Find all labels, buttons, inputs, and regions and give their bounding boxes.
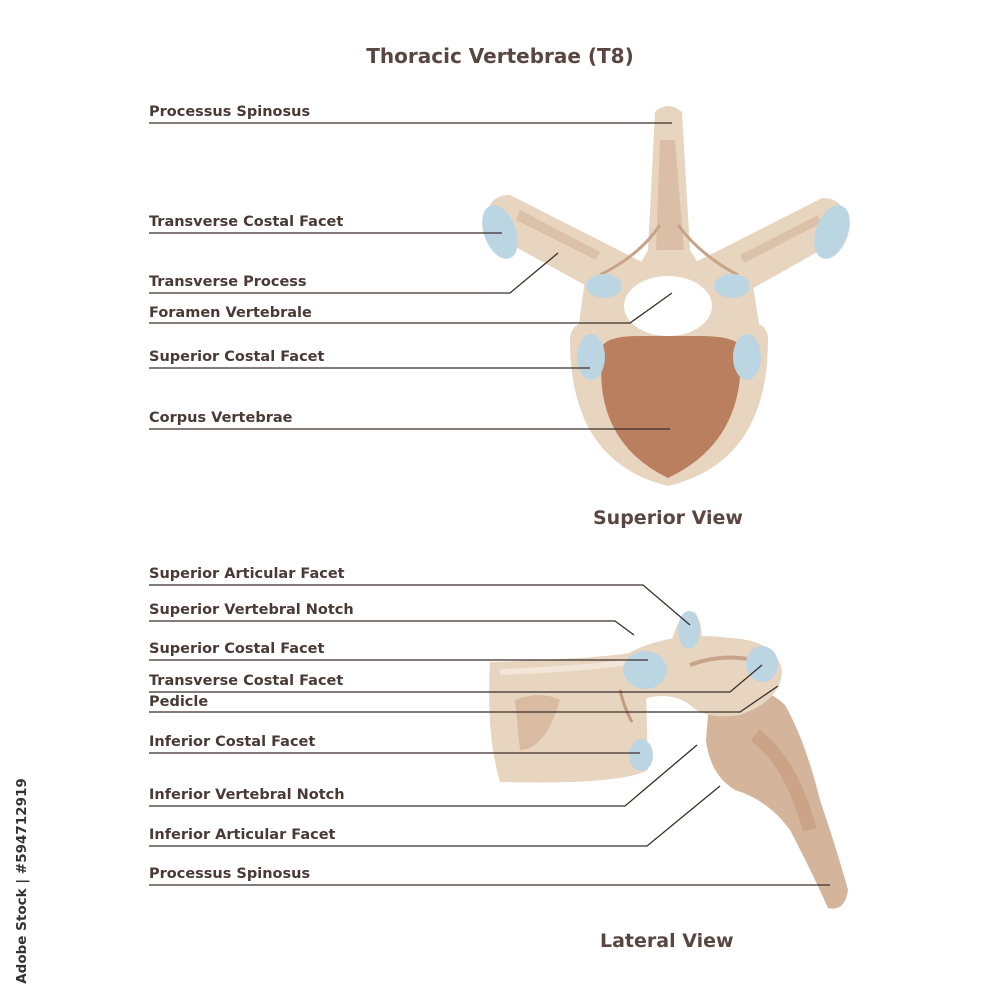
lateral-spinous-shade — [750, 729, 817, 832]
leader-inferior-vertebral-notch — [149, 744, 698, 807]
arch-ridge-right — [676, 224, 739, 277]
lateral-view-drawing — [489, 611, 848, 909]
leader-pedicle — [149, 685, 779, 713]
left-transverse-process-shade — [516, 210, 600, 260]
lateral-view-leaders — [149, 584, 830, 886]
leader-inferior-articular-facet — [149, 785, 721, 847]
spinous-process-shade — [656, 140, 684, 250]
diagram-title: Thoracic Vertebrae (T8) — [366, 44, 634, 68]
label-corpus-vertebrae: Corpus Vertebrae — [149, 410, 293, 426]
label-transverse-process: Transverse Process — [149, 274, 307, 290]
label-processus-spinosus-lateral: Processus Spinosus — [149, 866, 311, 882]
label-superior-costal-facet-superior: Superior Costal Facet — [149, 349, 325, 365]
superior-view-caption: Superior View — [593, 507, 743, 529]
right-transverse-process-shade — [740, 215, 822, 263]
label-superior-costal-facet-lateral: Superior Costal Facet — [149, 641, 325, 657]
lateral-pedicle-ridge — [618, 689, 634, 723]
right-superior-costal-facet — [733, 334, 761, 380]
leader-transverse-costal-facet-lat — [149, 664, 763, 693]
superior-articular-facet — [678, 611, 700, 649]
arch-ridge-left — [599, 224, 662, 277]
label-transverse-costal-facet-superior: Transverse Costal Facet — [149, 214, 344, 230]
left-superior-costal-facet — [577, 334, 605, 380]
leader-foramen-vertebrale-top — [149, 292, 673, 324]
right-transverse-costal-facet — [814, 205, 850, 259]
label-processus-spinosus-superior: Processus Spinosus — [149, 104, 311, 120]
label-superior-articular-facet: Superior Articular Facet — [149, 566, 345, 582]
foramen-vertebrale — [624, 276, 712, 336]
superior-view-leaders — [149, 122, 673, 430]
stock-watermark-id: Adobe Stock | #594712919 — [10, 768, 34, 993]
label-inferior-vertebral-notch: Inferior Vertebral Notch — [149, 787, 345, 803]
leader-superior-vertebral-notch — [149, 620, 635, 636]
stock-id-text: Adobe Stock | #594712919 — [14, 777, 30, 984]
left-superior-articular-facet — [586, 274, 622, 298]
label-superior-vertebral-notch: Superior Vertebral Notch — [149, 602, 354, 618]
inferior-costal-facet — [629, 739, 653, 771]
label-pedicle: Pedicle — [149, 694, 209, 710]
lateral-view-caption: Lateral View — [600, 930, 734, 952]
corpus-vertebrae-surface — [601, 336, 741, 478]
leader-superior-articular-facet — [149, 584, 691, 626]
lateral-spinous-process — [706, 687, 848, 909]
lateral-pedicle-arch — [625, 636, 782, 717]
lateral-superior-costal-facet — [623, 651, 667, 689]
superior-view-drawing — [482, 106, 850, 486]
lateral-vertebral-body — [489, 650, 648, 783]
lateral-transverse-costal-facet — [746, 646, 778, 682]
label-inferior-costal-facet: Inferior Costal Facet — [149, 734, 316, 750]
label-transverse-costal-facet-lateral: Transverse Costal Facet — [149, 673, 344, 689]
label-inferior-articular-facet: Inferior Articular Facet — [149, 827, 336, 843]
label-foramen-vertebrale: Foramen Vertebrale — [149, 305, 312, 321]
lateral-body-shade — [515, 695, 560, 750]
left-transverse-costal-facet — [482, 205, 518, 259]
right-superior-articular-facet — [714, 274, 750, 298]
leader-transverse-process-top — [149, 252, 559, 294]
